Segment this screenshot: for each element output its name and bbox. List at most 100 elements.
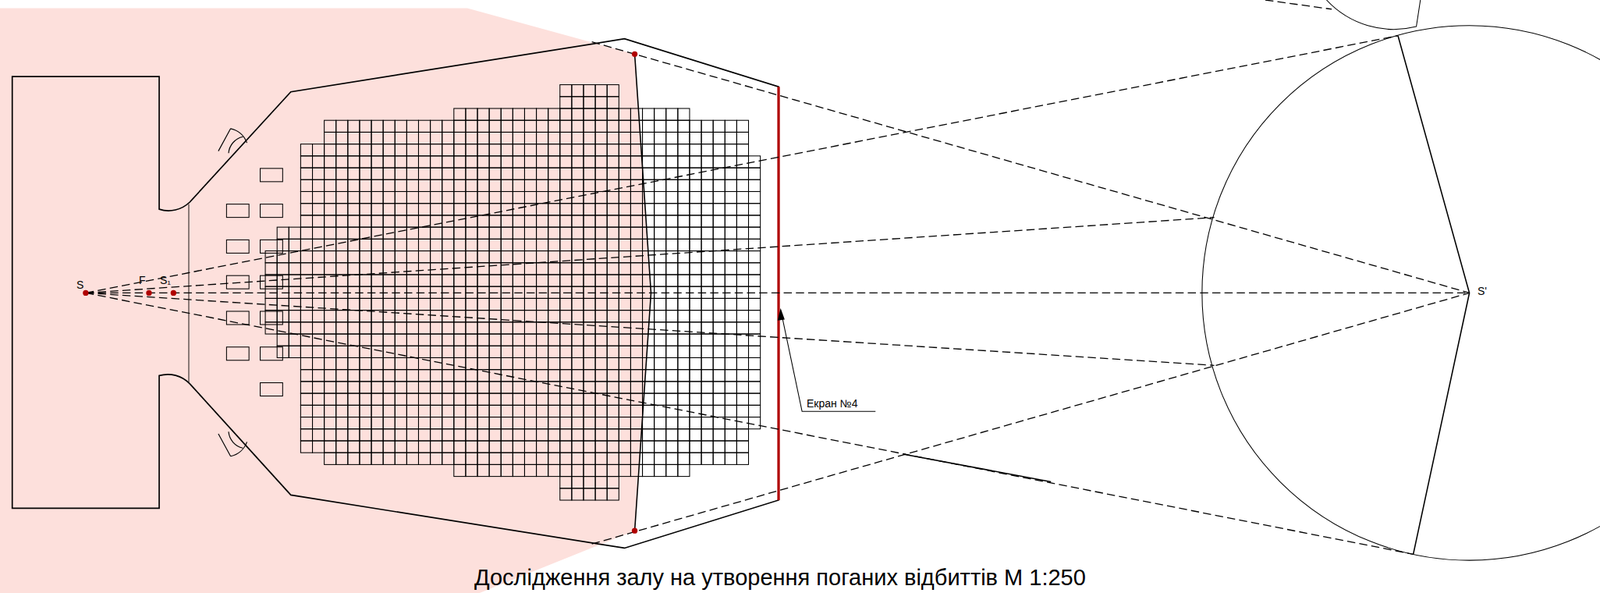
seat xyxy=(465,298,478,310)
seat xyxy=(454,108,466,121)
seat xyxy=(383,417,395,430)
seat xyxy=(477,238,490,251)
seat xyxy=(654,393,667,405)
seat xyxy=(583,310,596,323)
seat xyxy=(630,191,643,203)
ray xyxy=(85,292,1215,366)
seat xyxy=(489,144,501,157)
seat xyxy=(618,156,631,168)
seat xyxy=(748,179,761,192)
seat xyxy=(524,144,536,157)
seat xyxy=(689,345,702,358)
seat xyxy=(442,357,455,369)
seat xyxy=(583,251,596,263)
seat xyxy=(336,215,348,228)
seat xyxy=(454,429,466,441)
seat xyxy=(583,179,596,192)
seat xyxy=(677,345,690,358)
seat xyxy=(442,251,455,263)
seat xyxy=(312,179,325,192)
seat xyxy=(489,215,501,228)
seat xyxy=(288,227,301,239)
seat xyxy=(418,393,430,405)
seat xyxy=(383,322,395,334)
seat xyxy=(595,369,607,382)
seat xyxy=(406,131,419,144)
seat xyxy=(512,381,525,394)
seat xyxy=(724,179,737,192)
seat xyxy=(606,404,619,417)
point-marker xyxy=(170,290,177,296)
seat xyxy=(406,404,419,417)
seat xyxy=(583,203,596,216)
seat xyxy=(571,167,584,180)
seat xyxy=(465,167,478,180)
seat xyxy=(666,298,678,310)
seat xyxy=(383,203,395,216)
seat xyxy=(560,156,572,168)
seat xyxy=(347,215,360,228)
seat xyxy=(536,108,549,121)
seat xyxy=(606,191,619,203)
seat xyxy=(418,381,430,394)
seat xyxy=(536,262,549,275)
seat xyxy=(583,464,596,476)
seat xyxy=(500,274,513,287)
seat xyxy=(606,251,619,263)
seat xyxy=(442,167,455,180)
seat xyxy=(465,144,478,157)
seat xyxy=(394,179,407,192)
seat xyxy=(454,393,466,405)
seat xyxy=(442,429,455,441)
seat xyxy=(371,167,384,180)
seat xyxy=(312,251,325,263)
seat xyxy=(465,464,478,476)
seat xyxy=(713,393,725,405)
seat xyxy=(736,179,749,192)
seat xyxy=(642,167,655,180)
seat xyxy=(500,381,513,394)
seat xyxy=(571,310,584,323)
seat xyxy=(571,488,584,501)
seat xyxy=(512,404,525,417)
seat xyxy=(724,357,737,369)
seat xyxy=(724,298,737,310)
seat xyxy=(571,144,584,157)
seat xyxy=(583,96,596,109)
seat xyxy=(548,440,561,453)
seat xyxy=(524,167,536,180)
seat xyxy=(630,298,643,310)
seat xyxy=(406,144,419,157)
seat xyxy=(560,429,572,441)
seat xyxy=(606,310,619,323)
seat xyxy=(347,262,360,275)
seat xyxy=(383,167,395,180)
seat xyxy=(595,417,607,430)
seat xyxy=(500,345,513,358)
seat xyxy=(677,333,690,346)
seat xyxy=(430,274,443,287)
seat xyxy=(606,238,619,251)
seat xyxy=(642,144,655,157)
seat xyxy=(736,167,749,180)
seat xyxy=(359,167,372,180)
seat xyxy=(394,429,407,441)
seat xyxy=(666,144,678,157)
seat xyxy=(548,144,561,157)
seat xyxy=(500,156,513,168)
seat xyxy=(500,179,513,192)
seat xyxy=(689,429,702,441)
seat xyxy=(347,381,360,394)
seat xyxy=(701,333,714,346)
seat xyxy=(595,85,607,97)
seat xyxy=(642,120,655,132)
seat xyxy=(654,191,667,203)
seat xyxy=(677,310,690,323)
seat xyxy=(430,179,443,192)
seat xyxy=(618,108,631,121)
seat xyxy=(371,298,384,310)
seat xyxy=(394,393,407,405)
seat xyxy=(654,310,667,323)
seat xyxy=(477,429,490,441)
seat xyxy=(560,85,572,97)
